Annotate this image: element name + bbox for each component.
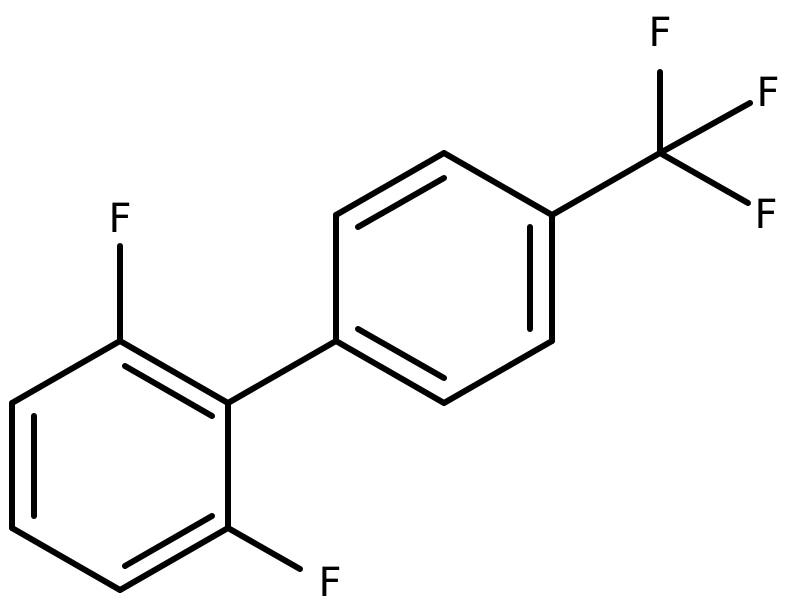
bond: [441, 338, 555, 406]
bond-inner-double: [355, 326, 447, 381]
bond-inner-double: [122, 513, 215, 569]
bond-c-f-bottom: [225, 525, 303, 572]
bond: [441, 150, 555, 218]
bond-ring-cf3: [549, 150, 663, 218]
bond-inner-double: [355, 175, 447, 230]
fluorine-label: F: [756, 70, 779, 116]
bond: [333, 150, 447, 218]
bond-inner-double: [122, 363, 215, 419]
fluorine-label: F: [318, 560, 341, 606]
fluorine-label: F: [648, 10, 671, 56]
bond-c-f-cf3-lower: [657, 150, 751, 206]
fluorine-label: F: [108, 196, 131, 242]
bond-c-f-cf3-right: [657, 100, 753, 156]
fluorine-label: F: [754, 192, 777, 238]
bond: [117, 525, 231, 593]
bond: [9, 525, 123, 593]
bond: [333, 338, 447, 406]
bond: [117, 338, 231, 406]
bond-biaryl: [225, 338, 339, 406]
right-ring: [333, 150, 555, 406]
left-ring: [9, 338, 231, 593]
bond: [9, 338, 123, 406]
